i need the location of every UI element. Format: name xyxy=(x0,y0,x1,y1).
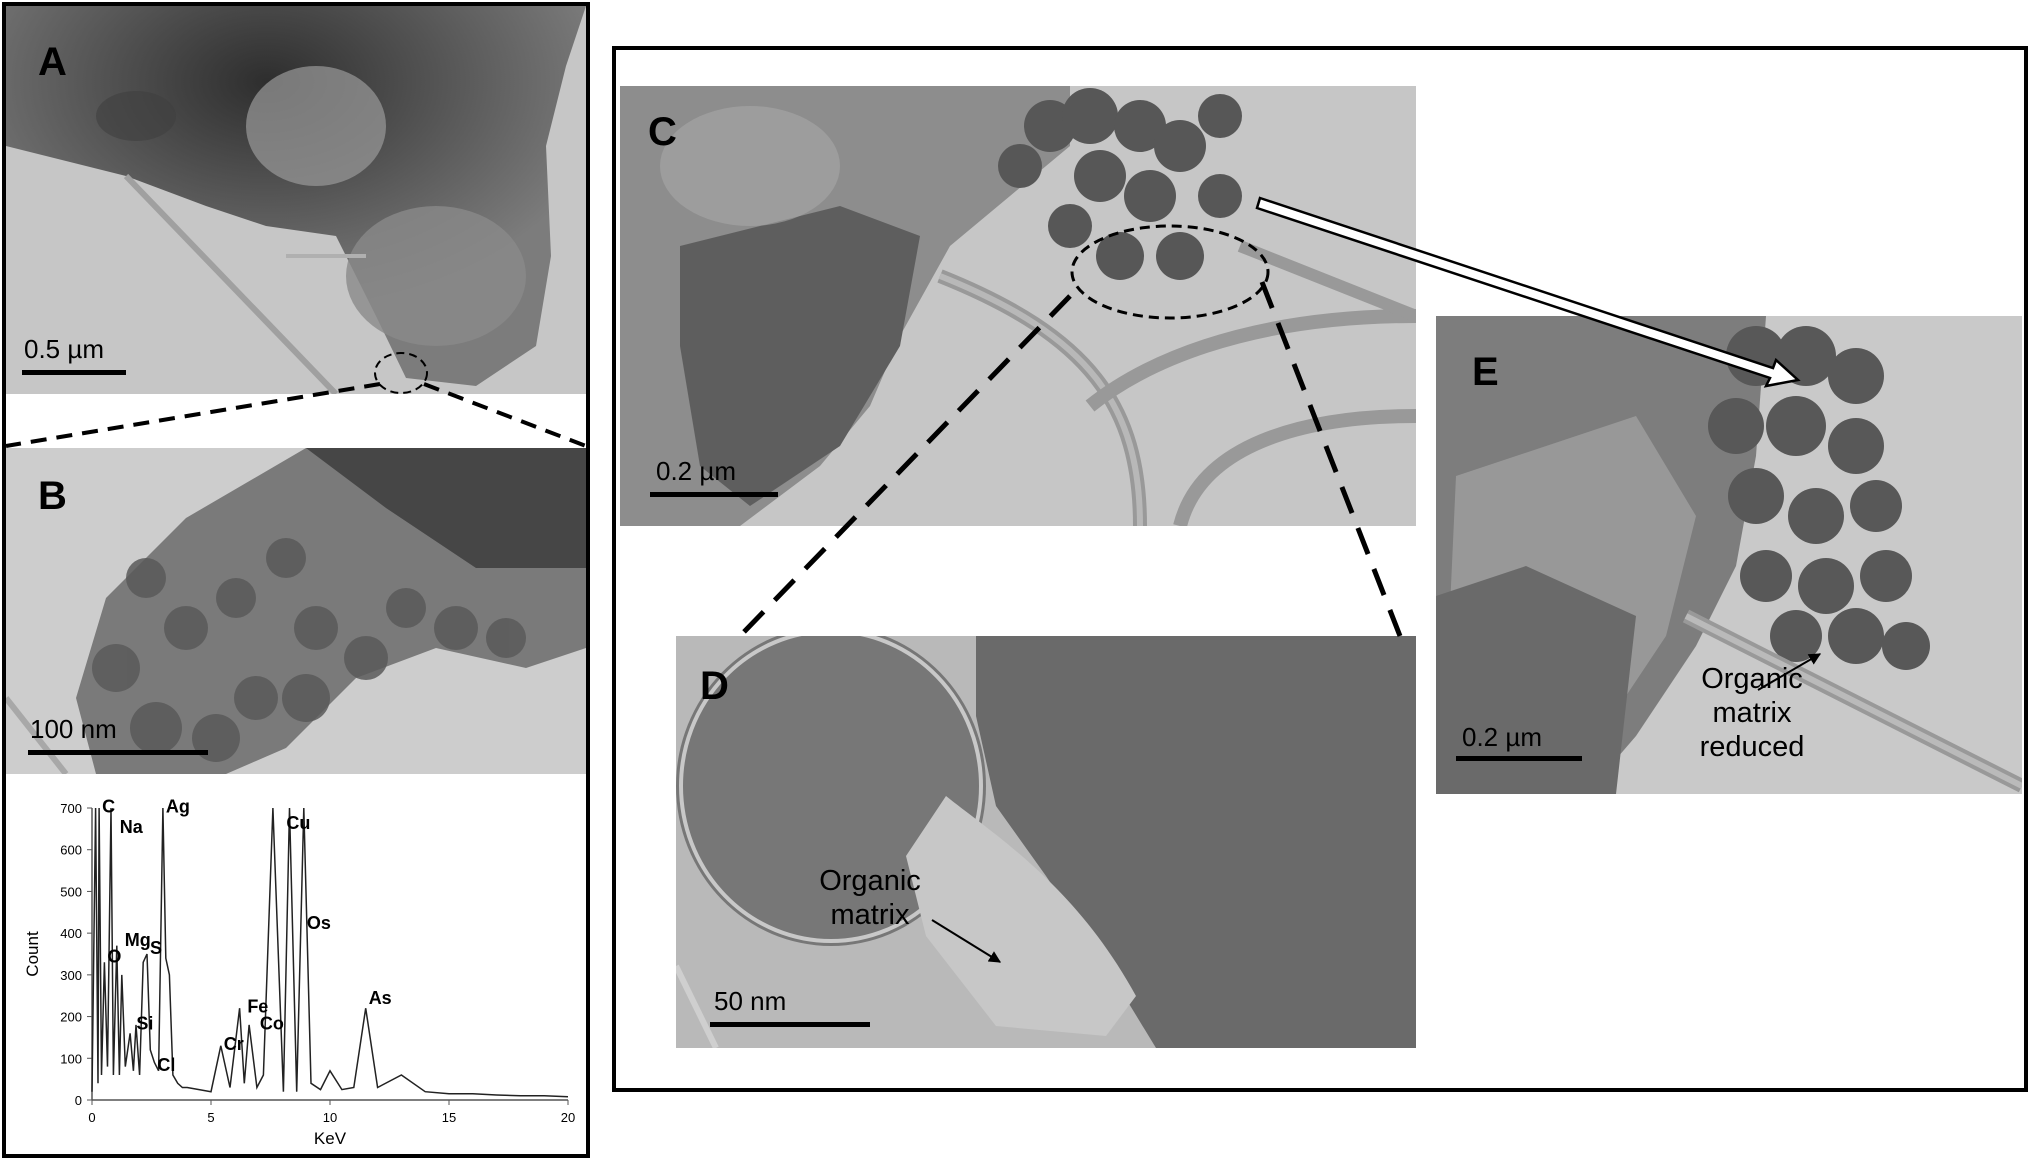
x-tick-label: 5 xyxy=(207,1110,214,1125)
scale-label-d: 50 nm xyxy=(714,986,787,1016)
y-tick-label: 200 xyxy=(60,1010,82,1025)
x-tick-label: 10 xyxy=(323,1110,337,1125)
organic-matrix-line3-e: reduced xyxy=(1699,731,1805,763)
y-axis-label: Count xyxy=(23,931,42,977)
organic-matrix-line1-d: Organic xyxy=(819,865,921,897)
panel-label-c: C xyxy=(648,110,677,154)
scale-label-e: 0.2 µm xyxy=(1462,722,1543,752)
organic-matrix-line1-e: Organic xyxy=(1701,663,1803,695)
y-tick-label: 100 xyxy=(60,1051,82,1066)
x-tick-label: 0 xyxy=(88,1110,95,1125)
tem-image-panel-b: B 100 nm xyxy=(6,448,586,774)
element-peak-label: C xyxy=(102,796,115,816)
tem-image-d xyxy=(676,636,1416,1048)
tem-image-panel-e: E Organic matrix reduced 0.2 µm xyxy=(1436,316,2022,794)
y-tick-label: 400 xyxy=(60,926,82,941)
panel-label-d: D xyxy=(700,664,729,708)
scale-bar-d xyxy=(710,1022,870,1027)
panel-label-a: A xyxy=(38,40,67,84)
organic-matrix-line2-e: matrix xyxy=(1712,697,1792,729)
y-tick-label: 600 xyxy=(60,843,82,858)
x-tick-label: 15 xyxy=(442,1110,456,1125)
scale-bar-c xyxy=(650,492,778,497)
element-peak-label: As xyxy=(369,988,392,1008)
element-peak-label: Si xyxy=(136,1013,153,1033)
spectrum-line xyxy=(91,807,569,1098)
element-peak-label: Cr xyxy=(224,1034,244,1054)
tem-image-c xyxy=(620,86,1416,526)
panel-label-b: B xyxy=(38,474,67,518)
tem-image-b xyxy=(6,448,586,774)
tem-image-panel-d: D Organic matrix 50 nm xyxy=(676,636,1416,1048)
element-peak-label: S xyxy=(150,938,162,958)
element-peak-label: Os xyxy=(307,913,331,933)
scale-bar-a xyxy=(22,370,126,375)
element-peak-label: O xyxy=(107,947,121,967)
panel-label-e: E xyxy=(1472,350,1499,394)
organic-matrix-annotation-d: Organic matrix xyxy=(790,864,950,932)
tem-image-panel-a: A 0.5 µm xyxy=(6,6,586,394)
tem-image-e xyxy=(1436,316,2022,794)
element-peak-label: Ag xyxy=(166,796,190,816)
y-tick-label: 300 xyxy=(60,968,82,983)
tem-image-a xyxy=(6,6,586,394)
organic-matrix-reduced-annotation-e: Organic matrix reduced xyxy=(1672,662,1832,764)
y-tick-label: 500 xyxy=(60,884,82,899)
y-tick-label: 0 xyxy=(75,1093,82,1108)
tem-image-panel-c: C 0.2 µm xyxy=(620,86,1416,526)
x-axis-label: KeV xyxy=(314,1129,347,1148)
x-tick-label: 20 xyxy=(561,1110,575,1125)
element-peak-label: Mg xyxy=(125,930,151,950)
scale-label-c: 0.2 µm xyxy=(656,456,737,486)
organic-matrix-line2-d: matrix xyxy=(830,899,910,931)
element-peak-label: Fe xyxy=(247,997,268,1017)
scale-label-a: 0.5 µm xyxy=(24,334,105,364)
element-peak-label: Cu xyxy=(286,813,310,833)
element-peak-label: Na xyxy=(120,817,144,837)
y-tick-label: 700 xyxy=(60,801,82,816)
scale-label-b: 100 nm xyxy=(30,714,117,744)
element-peak-label: Cl xyxy=(157,1055,175,1075)
scale-bar-e xyxy=(1456,756,1582,761)
scale-bar-b xyxy=(28,750,208,755)
element-peak-label: Co xyxy=(260,1013,284,1033)
